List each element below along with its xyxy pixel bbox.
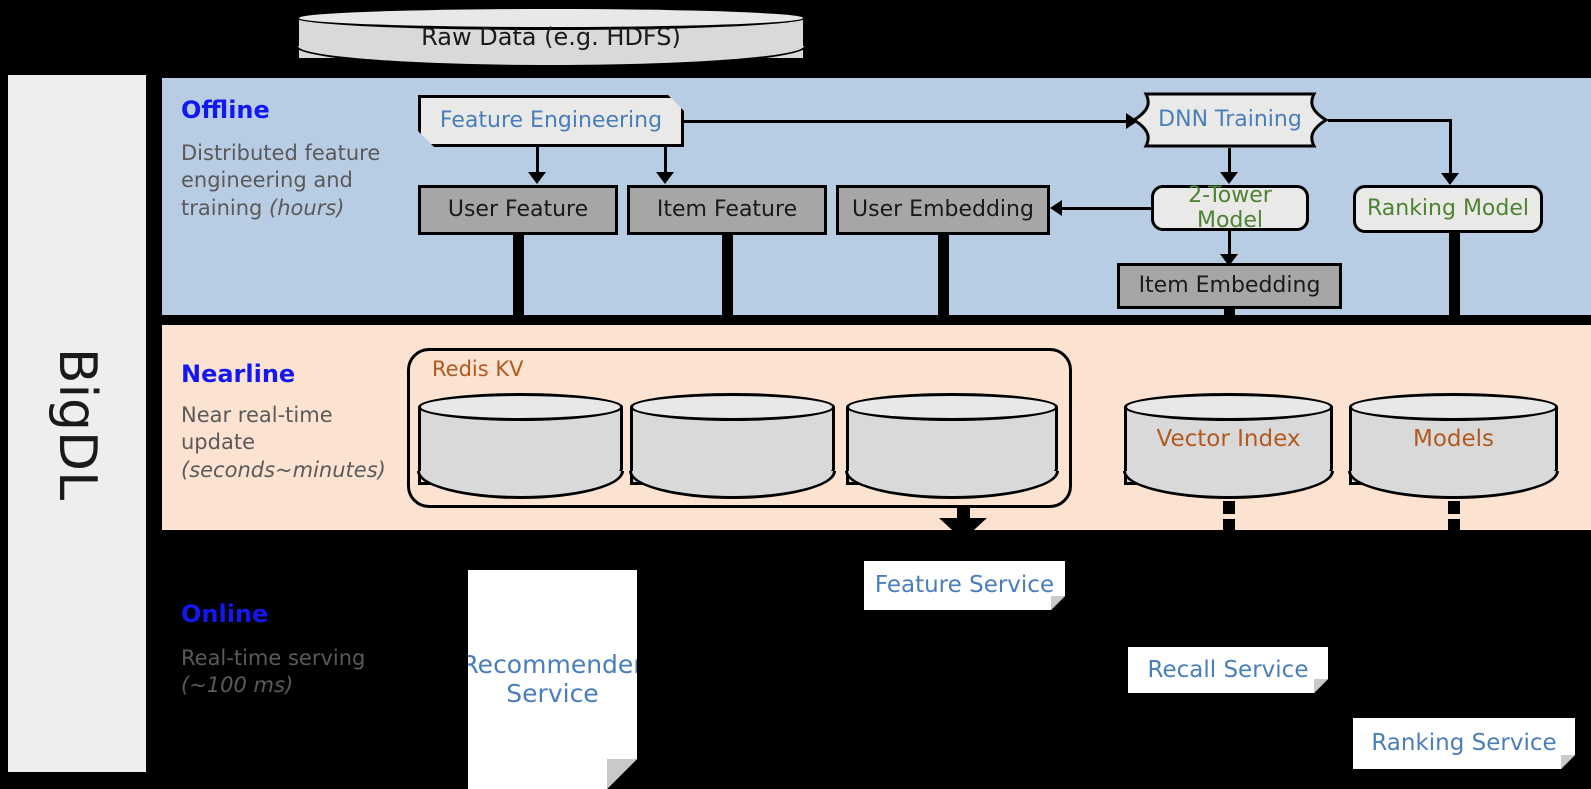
edge-twotower-itememb-line: [1228, 231, 1231, 259]
node-recommender-service[interactable]: Recommender Service: [468, 570, 637, 789]
node-item-embedding-label: Item Embedding: [1138, 273, 1321, 299]
node-ranking-model-label: Ranking Model: [1366, 196, 1530, 222]
edge-fe-itemfeature-line: [664, 147, 667, 176]
layer-online-title: Online: [181, 600, 269, 628]
layer-online-subtitle-em: (~100 ms): [181, 673, 294, 698]
layer-online-subtitle: Real-time serving (~100 ms): [181, 645, 396, 700]
layer-online-subtitle-text: Real-time serving: [181, 646, 366, 670]
edge-fe-itemfeature-arrow: [656, 172, 674, 184]
node-ranking-service-label: Ranking Service: [1371, 730, 1557, 757]
group-redis-kv-label: Redis KV: [428, 357, 528, 381]
layer-offline-subtitle: Distributed feature engineering and trai…: [181, 140, 396, 222]
store-models: Models: [1348, 393, 1559, 499]
layer-nearline-title: Nearline: [181, 360, 296, 388]
pipe-userfeature-redis: [513, 235, 524, 393]
stub-vector-index-1: [1223, 501, 1235, 514]
store-user-embedding-kv: [845, 393, 1059, 499]
edge-dnn-twotower-line: [1228, 148, 1231, 176]
node-user-embedding[interactable]: User Embedding: [836, 185, 1050, 235]
edge-fe-userfeature-line: [536, 147, 539, 176]
node-user-feature-label: User Feature: [447, 197, 589, 223]
feature-service-fold-icon: [1051, 596, 1065, 610]
recall-service-fold-icon: [1314, 679, 1328, 693]
layer-offline-subtitle-text: Distributed feature engineering and trai…: [181, 141, 381, 220]
store-user-feature-kv: [417, 393, 624, 499]
node-feature-service-label: Feature Service: [874, 572, 1055, 599]
layer-nearline-subtitle-em: (seconds~minutes): [181, 457, 386, 482]
layer-offline-subtitle-em: (hours): [269, 195, 345, 220]
node-dnn-training-label: DNN Training: [1158, 107, 1302, 133]
store-models-top: [1349, 393, 1558, 421]
pipe-rankingmodel-models: [1449, 233, 1460, 393]
node-feature-service[interactable]: Feature Service: [864, 561, 1065, 610]
store-vector-index: Vector Index: [1123, 393, 1334, 499]
node-recommender-service-label: Recommender Service: [461, 649, 644, 708]
edge-dnn-ranking-arrow: [1441, 173, 1459, 185]
store-models-label: Models: [1412, 426, 1495, 452]
bigdl-framework-rail: BigDL: [8, 75, 146, 772]
edge-rawdata-fe-line: [549, 68, 552, 80]
layer-nearline-subtitle-text: Near real-time update: [181, 403, 333, 455]
node-feature-engineering-label: Feature Engineering: [439, 108, 663, 134]
node-ranking-service[interactable]: Ranking Service: [1353, 718, 1575, 769]
edge-dnn-ranking-h: [1328, 119, 1452, 122]
node-two-tower-model-label: 2-Tower Model: [1188, 182, 1272, 233]
stub-vector-index-2: [1223, 519, 1235, 532]
ranking-service-fold-icon: [1561, 755, 1575, 769]
dnn-training-shape: [1132, 92, 1328, 148]
node-feature-engineering[interactable]: Feature Engineering: [418, 95, 684, 147]
node-item-feature-label: Item Feature: [656, 197, 798, 223]
edge-fe-dnn-arrow: [1126, 113, 1138, 129]
node-recall-service-label: Recall Service: [1147, 656, 1309, 683]
edge-fe-userfeature-arrow: [528, 172, 546, 184]
pipe-userembedding-redis: [938, 235, 949, 393]
node-user-feature[interactable]: User Feature: [418, 185, 618, 235]
bigdl-label: BigDL: [47, 347, 108, 500]
edge-dnn-ranking-v: [1449, 119, 1452, 177]
node-item-feature[interactable]: Item Feature: [627, 185, 827, 235]
raw-data-label: Raw Data (e.g. HDFS): [421, 23, 681, 51]
store-vector-index-top: [1124, 393, 1333, 421]
store-item-feature-kv: [629, 393, 836, 499]
pipe-itemfeature-redis: [722, 235, 733, 393]
raw-data-store: Raw Data (e.g. HDFS): [295, 6, 807, 68]
stub-models-2: [1448, 519, 1460, 532]
store-user-feature-kv-top: [418, 393, 623, 421]
edge-dnn-twotower-arrow: [1220, 172, 1238, 184]
edge-fe-dnn-line: [684, 120, 1131, 123]
store-vector-index-label: Vector Index: [1156, 426, 1301, 452]
node-ranking-model[interactable]: Ranking Model: [1353, 185, 1543, 233]
edge-twotower-userembedding-arrow: [1050, 200, 1062, 216]
layer-nearline-subtitle: Near real-time update (seconds~minutes): [181, 402, 396, 484]
stub-models-1: [1448, 501, 1460, 514]
node-item-embedding[interactable]: Item Embedding: [1117, 263, 1342, 309]
store-item-feature-kv-top: [630, 393, 835, 421]
node-dnn-training[interactable]: DNN Training: [1132, 92, 1328, 148]
layer-offline-title: Offline: [181, 96, 270, 124]
node-user-embedding-label: User Embedding: [852, 197, 1034, 223]
store-user-embedding-kv-top: [846, 393, 1058, 421]
recommender-service-fold-icon: [607, 759, 637, 789]
node-recall-service[interactable]: Recall Service: [1128, 647, 1328, 693]
edge-twotower-userembedding-line: [1062, 207, 1151, 210]
group-redis-kv: Redis KV: [407, 348, 1072, 508]
raw-data-top-cap: [296, 6, 806, 30]
node-two-tower-model[interactable]: 2-Tower Model: [1151, 182, 1309, 233]
arrow-redis-featureservice: [939, 518, 987, 540]
